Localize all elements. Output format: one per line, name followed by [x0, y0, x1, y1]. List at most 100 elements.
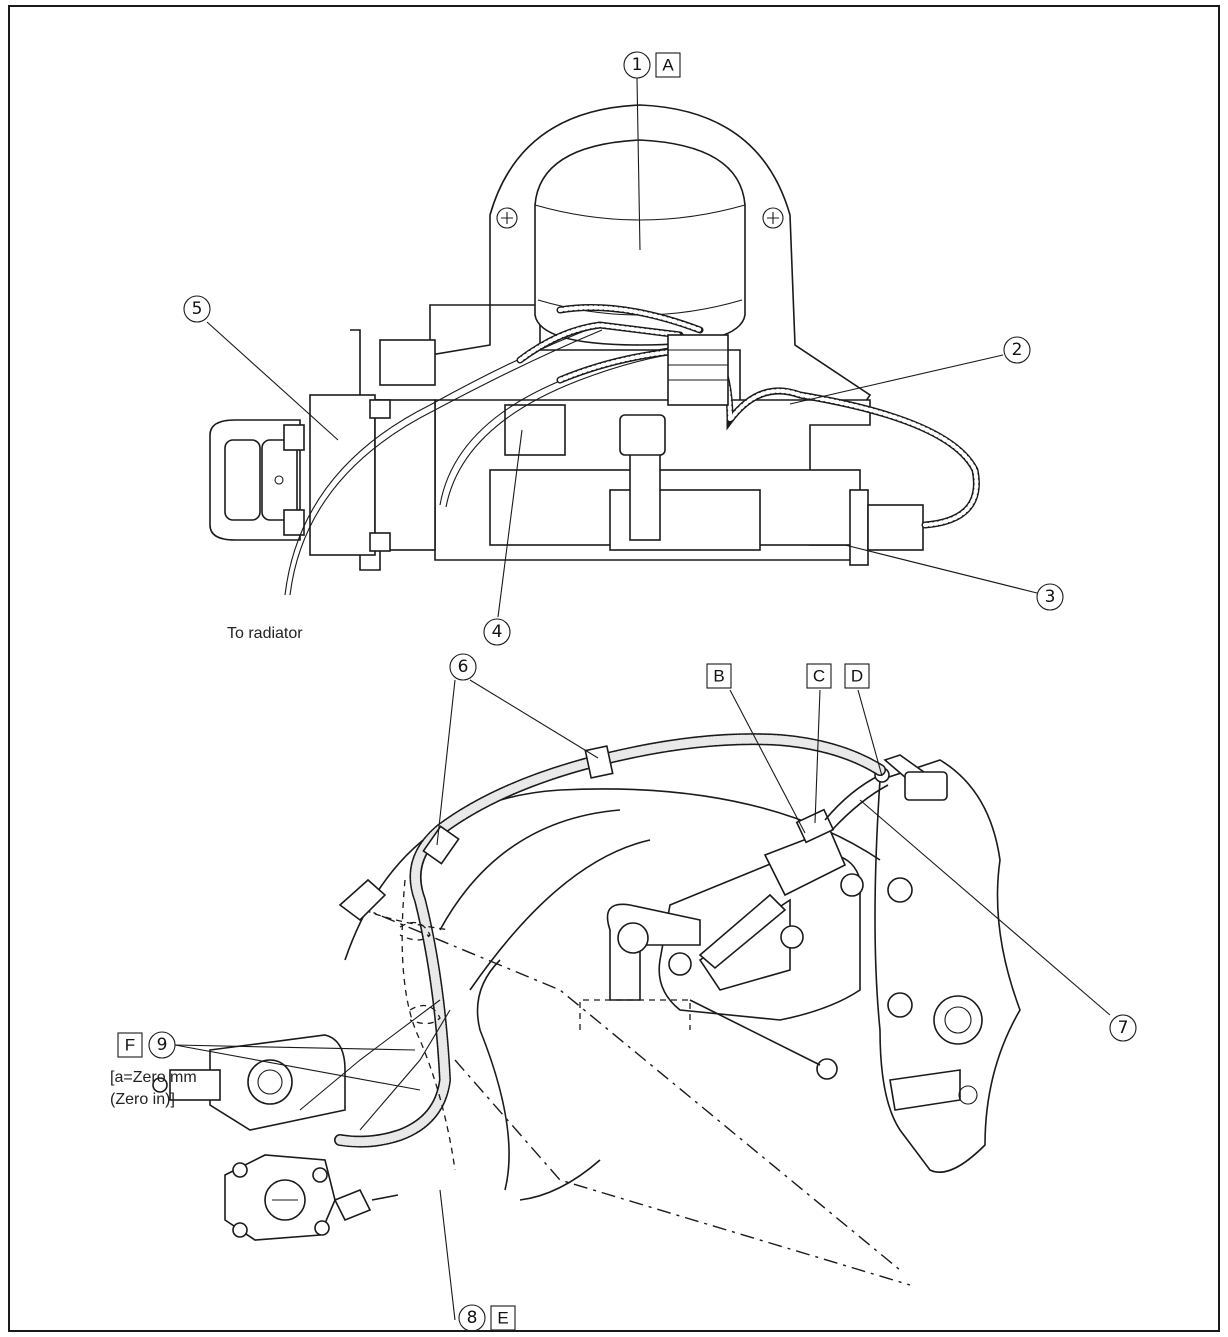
- caliper-support-line-2: [359, 1009, 451, 1131]
- hose-joint-4: [504, 404, 566, 456]
- label-A-box: [655, 52, 681, 78]
- callout-8-circle: [458, 1304, 486, 1332]
- clevis-nut-top: [283, 424, 305, 451]
- callout-4-circle: [483, 618, 511, 646]
- label-E-box: [490, 1305, 516, 1331]
- reservoir-hose-7-a: [824, 774, 881, 821]
- cylinder-end-flange: [849, 489, 869, 566]
- hose-guide: [338, 878, 387, 922]
- leader-7: [859, 799, 1111, 1016]
- hatched-hose-top-fill: [517, 322, 683, 363]
- bolt-bottom: [369, 532, 391, 552]
- guide-clamp-upper: [399, 921, 431, 941]
- switch-body: [309, 394, 376, 556]
- label-D: D: [851, 667, 863, 686]
- bracket-screw-left-icon: [496, 207, 518, 229]
- callout-7: 7: [1118, 1018, 1129, 1038]
- leader-4: [497, 429, 523, 618]
- leader-9-a: [174, 1044, 416, 1051]
- clevis-pin-left: [224, 439, 261, 521]
- callout-8: 8: [467, 1308, 478, 1328]
- clamp-ribs: [668, 349, 728, 381]
- bolt-top: [369, 399, 391, 419]
- caliper-bolt-hex: [257, 1069, 283, 1095]
- banjo-fitting: [333, 1188, 372, 1222]
- label-C-box: [806, 663, 832, 689]
- caliper-bleeder: [152, 1077, 168, 1093]
- callout-9-circle: [148, 1031, 176, 1059]
- frame-boss-hole: [944, 1006, 972, 1034]
- hose-fitting-c: [795, 808, 835, 844]
- frame-tab-hole: [958, 1085, 978, 1105]
- bracket-screw-right-icon: [762, 207, 784, 229]
- screw-left-cross: [501, 212, 513, 224]
- reservoir-hose-7-b: [831, 784, 889, 831]
- leader-6-a: [436, 679, 456, 846]
- callout-6-circle: [449, 653, 477, 681]
- pedal-hidden-lines: [579, 999, 691, 1030]
- label-B-box: [706, 663, 732, 689]
- callout-3: 3: [1045, 587, 1056, 607]
- clearance-note-line2: (Zero in)]: [110, 1091, 175, 1108]
- pedal-pivot: [617, 922, 649, 954]
- hidden-hose-route: [354, 904, 451, 931]
- label-C: C: [813, 667, 825, 686]
- hose-clip-upper: [584, 745, 614, 779]
- leader-6-b: [469, 679, 599, 759]
- lower-assembly: [152, 733, 1021, 1286]
- fender-lower-edge: [476, 959, 510, 1191]
- centre-line-1: [354, 904, 901, 1271]
- label-F-box: [117, 1032, 143, 1058]
- caliper-piston: [169, 1069, 221, 1101]
- callout-1-circle: [623, 51, 651, 79]
- fender-upper-edge: [344, 788, 881, 961]
- clevis-nut-bottom: [283, 509, 305, 536]
- guide-clamp-lower: [409, 1004, 441, 1025]
- callout-3-circle: [1036, 583, 1064, 611]
- leader-C: [814, 689, 821, 824]
- label-A: A: [662, 56, 674, 75]
- callout-7-circle: [1109, 1014, 1137, 1042]
- callout-1: 1: [632, 55, 643, 75]
- screw-right-cross: [767, 212, 779, 224]
- callout-5-circle: [183, 295, 211, 323]
- label-F: F: [125, 1036, 135, 1055]
- pushrod: [698, 893, 787, 970]
- cylinder-end-cap: [867, 504, 924, 551]
- leader-5: [206, 321, 339, 441]
- caliper-screw-1: [232, 1162, 248, 1178]
- fender-inner-edge: [439, 809, 621, 931]
- clevis-pin-right: [261, 439, 298, 521]
- diagram-frame: [8, 5, 1220, 1332]
- clearance-note-line1: [a=Zero mm: [110, 1069, 197, 1086]
- upper-assembly: [209, 104, 980, 596]
- callout-9: 9: [157, 1035, 168, 1055]
- leader-3: [844, 544, 1038, 594]
- bolt-guard-6: [816, 1058, 838, 1080]
- label-E: E: [497, 1309, 508, 1328]
- upper-leaders: [206, 77, 1038, 618]
- leader-2: [789, 354, 1004, 405]
- clevis-hole: [274, 475, 284, 485]
- callout-5: 5: [192, 299, 203, 319]
- reservoir-top: [904, 771, 948, 801]
- hose-clamp-block: [667, 334, 729, 406]
- bolt-guard-3: [780, 925, 804, 949]
- bolt-guard-2: [840, 873, 864, 897]
- banjo-tube: [371, 1194, 399, 1201]
- caliper-bolt-large: [247, 1059, 293, 1105]
- hatched-hose-upper-fill: [557, 305, 703, 333]
- cylinder-window: [619, 414, 666, 456]
- callout-2-circle: [1003, 336, 1031, 364]
- hidden-hose-route-2: [401, 879, 456, 1171]
- leader-8: [439, 1189, 456, 1321]
- caliper-screw-2: [312, 1167, 328, 1183]
- bracket-block: [379, 339, 436, 386]
- guard-link: [689, 999, 821, 1066]
- lower-leaders: [174, 679, 1111, 1321]
- callout-2: 2: [1012, 340, 1023, 360]
- switch-adapter: [374, 399, 436, 551]
- leader-1: [636, 77, 641, 251]
- centre-line-2: [454, 1059, 911, 1286]
- callout-6: 6: [458, 657, 469, 677]
